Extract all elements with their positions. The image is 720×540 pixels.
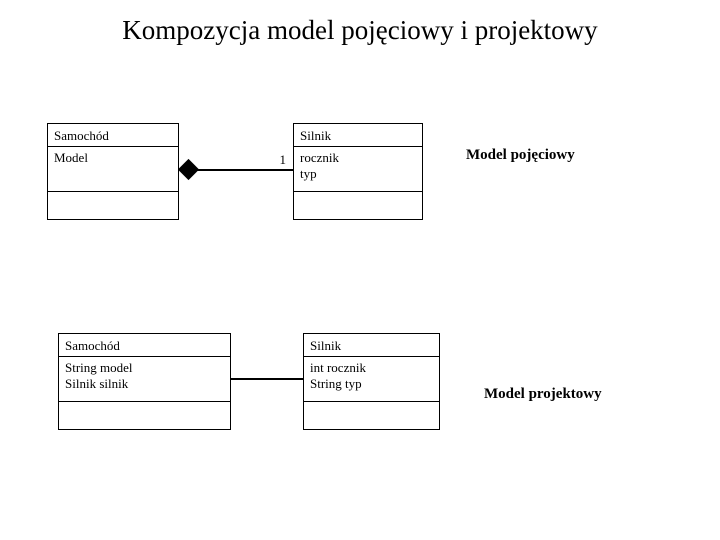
class-attributes-compartment: String model Silnik silnik	[59, 357, 230, 402]
class-name-compartment: Silnik	[294, 124, 422, 147]
class-operations-compartment	[48, 192, 178, 218]
class-attribute: String typ	[310, 376, 362, 391]
class-attribute: int rocznik	[310, 360, 366, 375]
class-operations-compartment	[304, 402, 439, 428]
class-box-silnik-design[interactable]: Silnik int rocznik String typ	[303, 333, 440, 430]
composition-association-line[interactable]	[182, 169, 293, 171]
class-operations-compartment	[294, 192, 422, 218]
page-title: Kompozycja model pojęciowy i projektowy	[122, 15, 598, 45]
filled-diamond-icon	[177, 158, 200, 181]
class-name-compartment: Samochód	[48, 124, 178, 147]
class-name: Samochód	[65, 338, 120, 353]
class-attribute: String model	[65, 360, 133, 375]
plain-association-line[interactable]	[231, 378, 303, 380]
class-name: Silnik	[310, 338, 342, 353]
class-name-compartment: Silnik	[304, 334, 439, 357]
multiplicity-label-target: 1	[279, 152, 287, 167]
class-box-samochod-design[interactable]: Samochód String model Silnik silnik	[58, 333, 231, 430]
class-attributes-compartment: Model	[48, 147, 178, 192]
class-name-compartment: Samochód	[59, 334, 230, 357]
class-attributes-compartment: rocznik typ	[294, 147, 422, 192]
caption-model-projektowy: Model projektowy	[484, 386, 602, 402]
class-operations-compartment	[59, 402, 230, 428]
class-box-samochod-conceptual[interactable]: Samochód Model	[47, 123, 179, 220]
class-attribute: rocznik	[300, 150, 339, 165]
caption-model-pojeciowy: Model pojęciowy	[466, 147, 575, 163]
class-name: Silnik	[300, 128, 332, 143]
class-attributes-compartment: int rocznik String typ	[304, 357, 439, 402]
class-name: Samochód	[54, 128, 109, 143]
class-attribute: Model	[54, 150, 88, 165]
class-box-silnik-conceptual[interactable]: Silnik rocznik typ	[293, 123, 423, 220]
class-attribute: Silnik silnik	[65, 376, 129, 391]
class-attribute: typ	[300, 166, 317, 181]
